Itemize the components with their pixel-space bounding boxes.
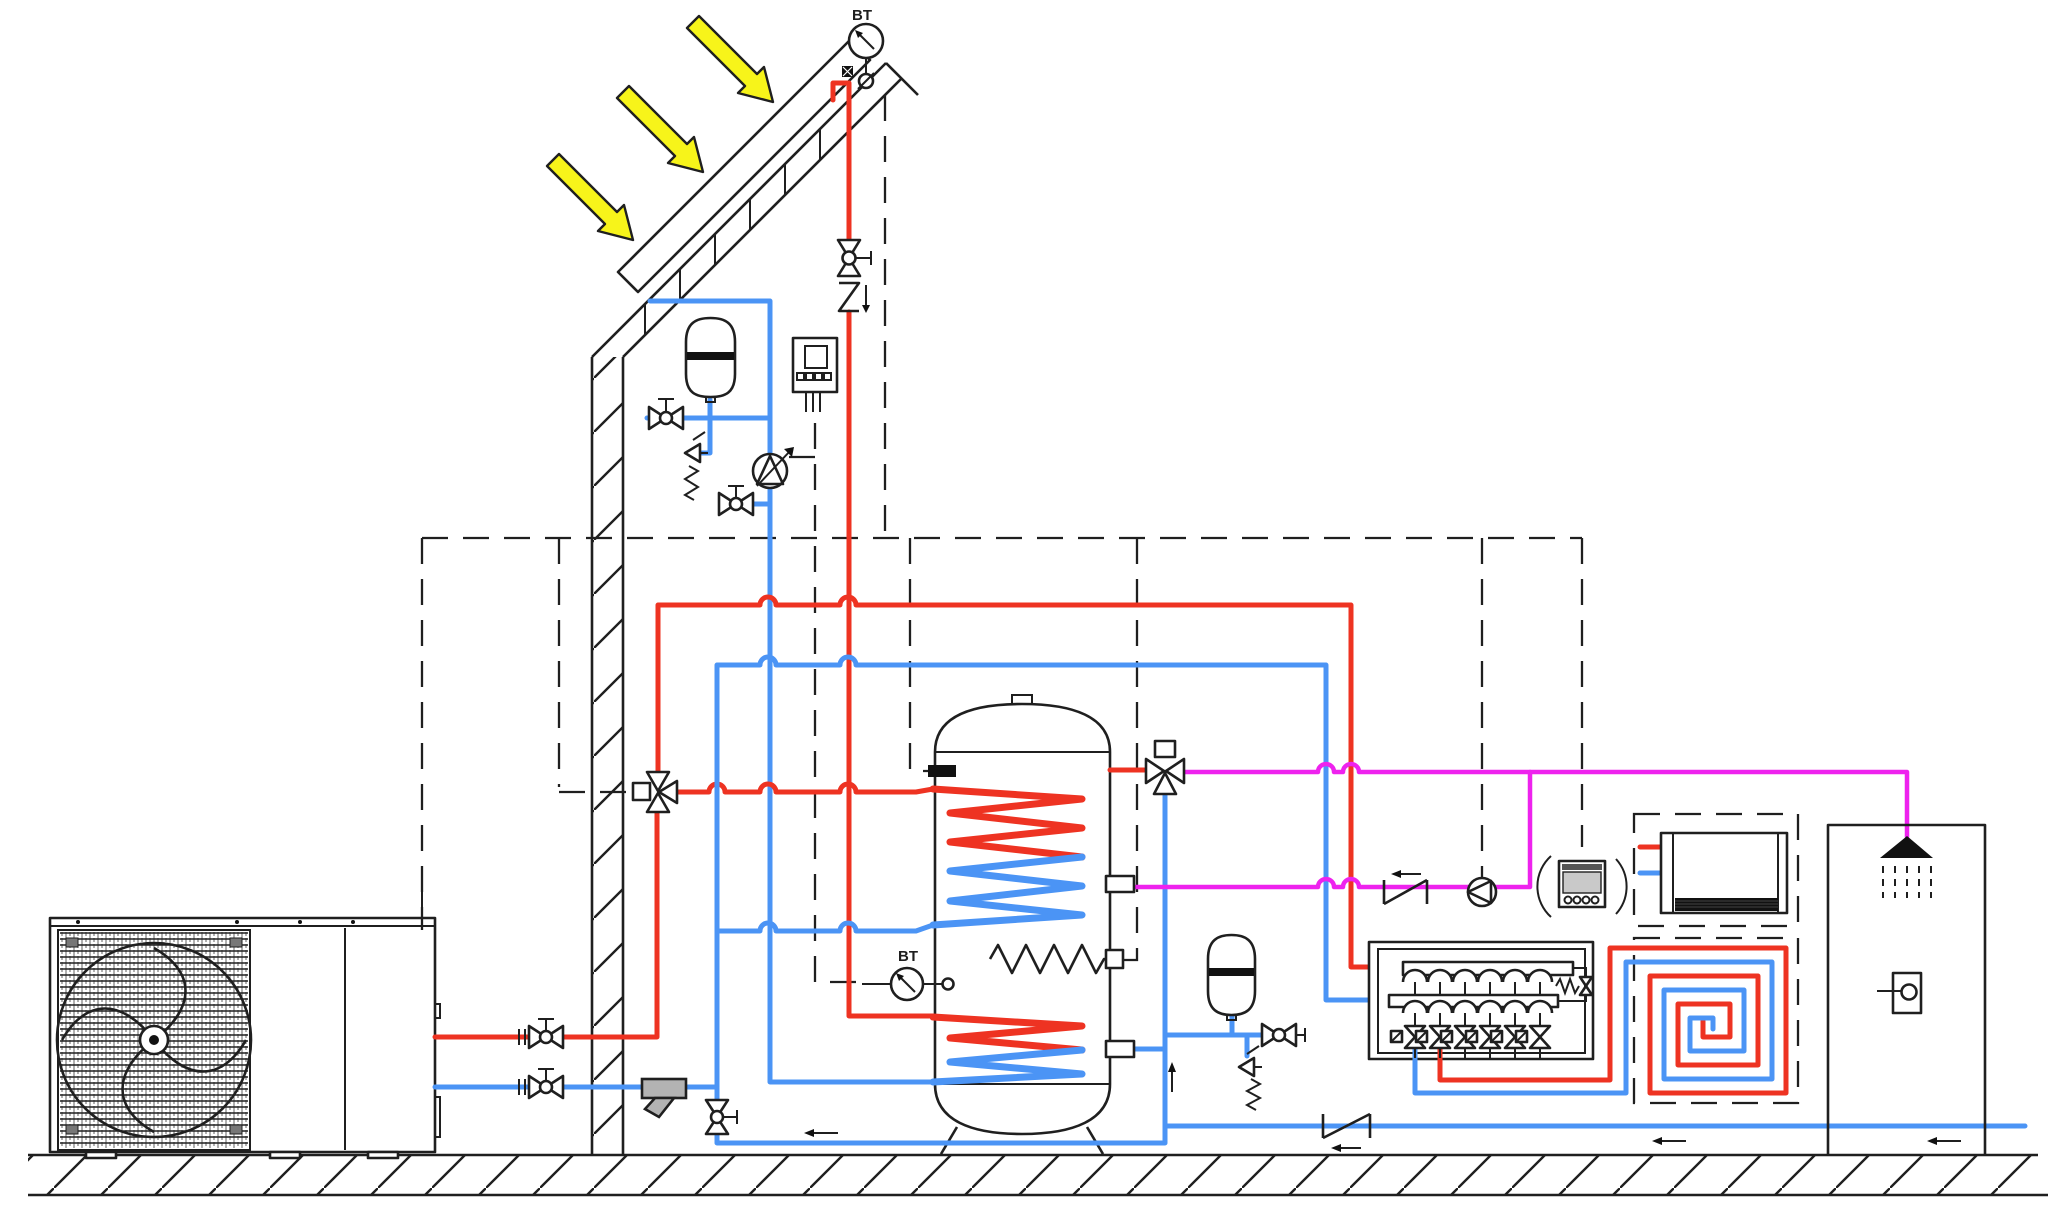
sun-ray-arrow-icon [615,84,705,174]
tank-gauge [862,966,955,1002]
lower-coil-hot [929,1013,1086,1054]
building-wall [590,62,919,1155]
recirc-pump [1466,876,1498,908]
wire-to-diverting-valve [557,538,632,794]
roof-hatch-ticks [644,99,851,335]
shower-enclosure [1826,823,1987,1155]
fan-coil-unit [1659,831,1789,915]
fan-coil-zone-box [1632,812,1800,928]
tank-area-components [862,739,1306,1111]
flow-meters [1401,968,1554,983]
solar-components [647,22,885,517]
fan-icon [55,941,253,1139]
flow-regulator-icon [837,281,870,313]
solar-flow-pipe-top [830,80,852,244]
dhw-supply [1180,761,1910,840]
floor-loop-cold [1412,959,1775,1096]
wall-hatch [592,357,623,1155]
main-check-valve [1321,1112,1372,1152]
heat-pump-outdoor-unit [48,890,441,1160]
shower [1826,823,1987,1155]
hp-return-valve [527,1068,565,1100]
solar-safety-valve [683,431,708,501]
tank-heater-port [1104,948,1125,970]
hp-connection-valves [518,770,738,1136]
shower-mixer [1877,971,1923,1015]
tank-low-port [1104,1039,1136,1059]
dhw-recirculation [1129,769,1533,890]
solar-pump [751,447,794,490]
bottom-line-fittings [804,1112,1961,1152]
wire-to-heater-element [1122,538,1139,962]
upper-coil-hot [929,785,1086,861]
solar-gauge [842,22,885,90]
lower-coil-cold [929,1046,1086,1086]
ground-hatch [28,1155,2038,1195]
heating-supply-to-manifold [655,594,1406,970]
piping [432,80,2028,1146]
sun-arrows [545,14,775,242]
ground [28,1153,2048,1197]
heating-safety-valve [1237,1045,1263,1111]
heating-vessel-valve [1260,1022,1306,1048]
dirt-separator [640,1077,688,1119]
solar-vessel-valve [647,398,685,431]
heating-return-riser [714,654,1392,1090]
manifold-ports [1401,968,1554,1058]
separator-drain-valve [704,1098,738,1136]
solar-drain-valve [717,485,755,517]
shower-spray [1882,866,1932,898]
dhw-mixing-valve [1144,739,1186,796]
wire-to-tank-sensor [908,538,928,773]
pipe-unions [518,1029,526,1095]
hp-supply [432,809,660,1040]
recirc-check-valve [1382,870,1429,906]
solar-expansion-vessel [684,316,737,403]
heating-expansion-vessel [1206,933,1257,1021]
floor-heating-zone-box [1632,936,1800,1105]
wall-lines [590,357,625,1155]
hp-supply-valve [527,1018,565,1050]
solar-shutoff-valve [836,238,872,278]
coil-return [714,920,936,934]
solar-flow-riser [846,309,936,1019]
three-way-diverting-valve [631,770,679,814]
floor-loop-hot [1437,945,1789,1096]
control-wiring [420,95,1800,1105]
wire-to-tank-gauge [813,423,858,984]
tank-mid-port [1104,874,1136,894]
electric-heater-element [988,943,1108,975]
manifold-bypass [1555,967,1594,1002]
floor-heating-manifold [1367,940,1789,1096]
upper-coil-cold [929,853,1086,929]
tank-sensor-pocket [928,765,956,777]
solar-controller [791,336,839,412]
shower-head-icon [1880,836,1933,858]
ground-lines [28,1153,2048,1197]
solar-collector [616,38,872,294]
sun-ray-arrow-icon [685,14,775,104]
solar-gauge-label: BT [852,7,872,24]
room-controller [1536,855,1628,918]
dhw-recirc-components [1382,855,1628,918]
tank-internals [928,765,1136,1086]
roof-lines [591,62,919,358]
manifold-valves [1389,1024,1552,1050]
sun-ray-arrow-icon [545,152,635,242]
tank-seams [935,751,1110,1085]
heating-vessel-branch [1162,1012,1266,1059]
solar-vessel-branch [644,397,773,507]
tank-gauge-label: BT [898,948,918,965]
solar-return-riser [647,298,936,1085]
heat-pump-side-fittings [435,1003,441,1138]
